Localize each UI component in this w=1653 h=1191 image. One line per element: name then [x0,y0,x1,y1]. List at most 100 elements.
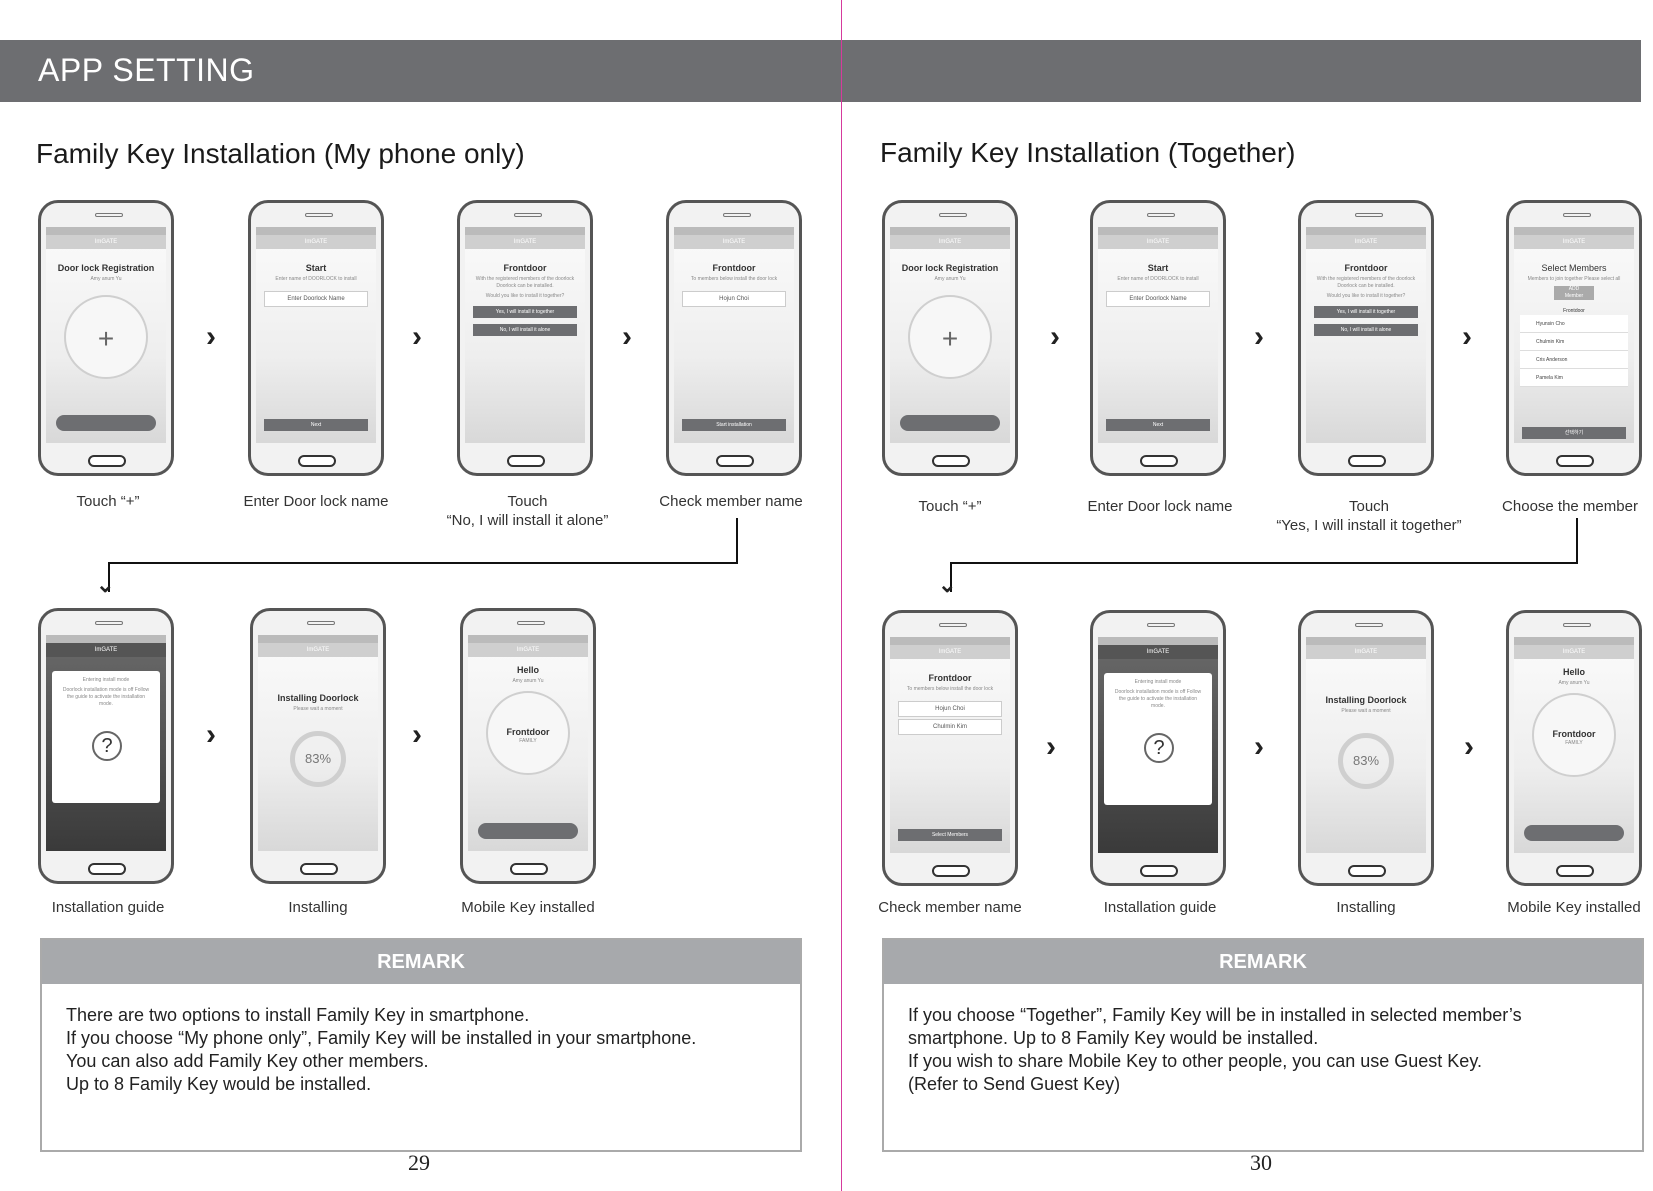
doorlock-circle[interactable]: Frontdoor FAMILY [486,691,570,775]
member-name-field: Hojun Choi [898,701,1002,717]
caption: Enter Door lock name [1087,498,1233,515]
remark-body: There are two options to install Family … [66,1005,697,1094]
phone-install-guide: ImGATE Entering install mode Doorlock in… [1090,610,1226,886]
install-progress: 83% [290,731,346,787]
yes-together-button[interactable]: Yes, I will install it together [473,306,577,318]
no-alone-button[interactable]: No, I will install it alone [1314,324,1418,336]
plus-icon[interactable]: + [941,323,959,354]
member-option[interactable]: Chulmin Kim [1520,333,1628,351]
caption: Installation guide [51,899,165,916]
phone-frontdoor-choice: ImGATE Frontdoor With the registered mem… [457,200,593,476]
page-number: 30 [1250,1150,1272,1175]
caption: Installing [288,899,348,916]
page-divider [841,0,842,1191]
caption: Enter Door lock name [243,493,389,510]
member-option[interactable]: Hyunsin Cho [1520,315,1628,333]
register-circle[interactable]: + [64,295,148,379]
next-button[interactable]: Next [264,419,368,431]
caption: Installation guide [1103,899,1217,916]
chevron-right-icon: › [206,718,216,751]
caption: Touch “+” [76,493,140,510]
question-icon: ? [92,731,122,761]
phone-start: ImGATE Start Enter name of DOORLOCK to i… [248,200,384,476]
remark-title: REMARK [884,940,1642,984]
chevron-right-icon: › [1254,320,1264,353]
member-option[interactable]: Pamela Kim [1520,369,1628,387]
caption: Touch “+” [918,498,982,515]
chevron-right-icon: › [412,718,422,751]
install-progress: 83% [1338,733,1394,789]
chevron-right-icon: › [206,320,216,353]
register-circle[interactable]: + [908,295,992,379]
caption: Choose the member [1502,498,1638,515]
flow-connector [950,562,952,592]
member-name-field: Hojun Choi [682,291,786,307]
caption: Mobile Key installed [1507,899,1641,916]
install-guide-modal: Entering install mode Doorlock installat… [52,671,160,803]
tab-bar[interactable] [900,415,1000,431]
caption: Check member name [659,493,803,510]
chevron-right-icon: › [1254,730,1264,763]
member-option[interactable]: Cris Anderson [1520,351,1628,369]
right-remark-box: REMARK If you choose “Together”, Family … [882,938,1644,1152]
start-installation-button[interactable]: Start installation [682,419,786,431]
arrow-down-icon: ⌄ [96,572,115,597]
phone-key-installed: ImGATE Hello Amy anum Yu Frontdoor FAMIL… [1506,610,1642,886]
flow-connector [108,562,738,564]
phone-install-guide: ImGATE Entering install mode Doorlock in… [38,608,174,884]
phone-start: ImGATE Start Enter name of DOORLOCK to i… [1090,200,1226,476]
page-header-title: APP SETTING [38,52,255,88]
member-name-field: Chulmin Kim [898,719,1002,735]
right-section-title: Family Key Installation (Together) [880,137,1296,168]
flow-connector [950,562,1578,564]
yes-together-button[interactable]: Yes, I will install it together [1314,306,1418,318]
phone-screen: ImGATE Door lock Registration Amy anum Y… [46,227,166,443]
chevron-right-icon: › [1462,320,1472,353]
phone-installing: ImGATE Installing Doorlock Please wait a… [250,608,386,884]
header-bar [0,40,1641,102]
chevron-right-icon: › [1050,320,1060,353]
phone-check-member: ImGATE Frontdoor To members below instal… [882,610,1018,886]
doorlock-name-input[interactable]: Enter Doorlock Name [1106,291,1210,307]
install-guide-modal: Entering install mode Doorlock installat… [1104,673,1212,805]
flow-connector [1576,518,1578,564]
add-member-button[interactable]: ADD Member [1554,286,1594,300]
app-navbar: ImGATE [46,235,166,249]
doorlock-name-input[interactable]: Enter Doorlock Name [264,291,368,307]
doorlock-circle[interactable]: Frontdoor FAMILY [1532,693,1616,777]
remark-title: REMARK [42,940,800,984]
phone-registration: ImGATE Door lock Registration Amy anum Y… [38,200,174,476]
left-section-title: Family Key Installation (My phone only) [36,138,525,169]
phone-speaker [95,213,123,217]
home-button [88,455,126,467]
phone-select-members: ImGATE Select Members Members to join to… [1506,200,1642,476]
caption: Installing [1336,899,1396,916]
phone-registration: ImGATE Door lock Registration Amy anum Y… [882,200,1018,476]
remark-body: If you choose “Together”, Family Key wil… [908,1005,1522,1094]
caption: Check member name [878,899,1022,916]
no-alone-button[interactable]: No, I will install it alone [473,324,577,336]
chevron-right-icon: › [1464,730,1474,763]
caption: Mobile Key installed [461,899,595,916]
page-number: 29 [408,1150,430,1175]
caption: Touch “Yes, I will install it together” [1276,498,1462,534]
phone-check-member: ImGATE Frontdoor To members below instal… [666,200,802,476]
question-icon: ? [1144,733,1174,763]
chevron-right-icon: › [622,320,632,353]
caption: Touch “No, I will install it alone” [446,493,609,529]
tab-bar[interactable] [1524,825,1624,841]
arrow-down-icon: ⌄ [938,572,957,597]
chevron-right-icon: › [412,320,422,353]
plus-icon[interactable]: + [97,323,115,354]
select-members-button[interactable]: Select Members [898,829,1002,841]
phone-installing: ImGATE Installing Doorlock Please wait a… [1298,610,1434,886]
tab-bar[interactable] [478,823,578,839]
flow-connector [108,562,110,592]
left-remark-box: REMARK There are two options to install … [40,938,802,1152]
tab-bar[interactable] [56,415,156,431]
flow-connector [736,518,738,564]
next-button[interactable]: Next [1106,419,1210,431]
phone-frontdoor-choice: ImGATE Frontdoor With the registered mem… [1298,200,1434,476]
select-button[interactable]: 선택하기 [1522,427,1626,439]
screen-title: Door lock Registration [57,263,155,273]
